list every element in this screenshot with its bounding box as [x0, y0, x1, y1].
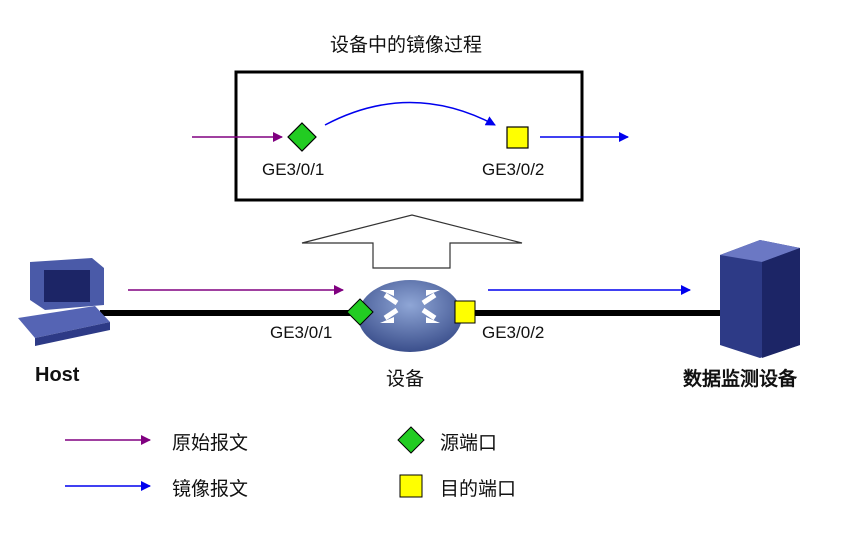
legend-destination-port-label: 目的端口 — [440, 478, 517, 500]
mirror-curve-arrow — [324, 101, 496, 126]
host-computer-icon — [18, 258, 110, 346]
legend-source-port-label: 源端口 — [440, 432, 498, 454]
switch-device-icon — [358, 280, 462, 352]
monitor-device-label: 数据监测设备 — [683, 368, 798, 390]
zoom-up-arrow — [301, 214, 523, 269]
diagram-title: 设备中的镜像过程 — [330, 34, 483, 56]
source-port-icon-detail — [287, 122, 317, 152]
source-port-icon — [346, 298, 374, 326]
mirror-process-box — [234, 70, 584, 202]
legend-original-label: 原始报文 — [172, 432, 249, 454]
ingress-port-label: GE3/0/1 — [270, 323, 333, 342]
legend-mirror-label: 镜像报文 — [172, 478, 249, 500]
detail-egress-port-label: GE3/0/2 — [482, 160, 545, 179]
legend-destination-port-icon — [399, 474, 423, 498]
destination-port-icon — [454, 300, 476, 324]
detail-ingress-port-label: GE3/0/1 — [262, 160, 325, 179]
egress-port-label: GE3/0/2 — [482, 323, 545, 342]
legend-source-port-icon — [397, 426, 425, 454]
monitor-server-icon — [720, 240, 800, 358]
host-label: Host — [35, 364, 80, 386]
device-label: 设备 — [386, 368, 425, 390]
destination-port-icon-detail — [506, 126, 529, 149]
